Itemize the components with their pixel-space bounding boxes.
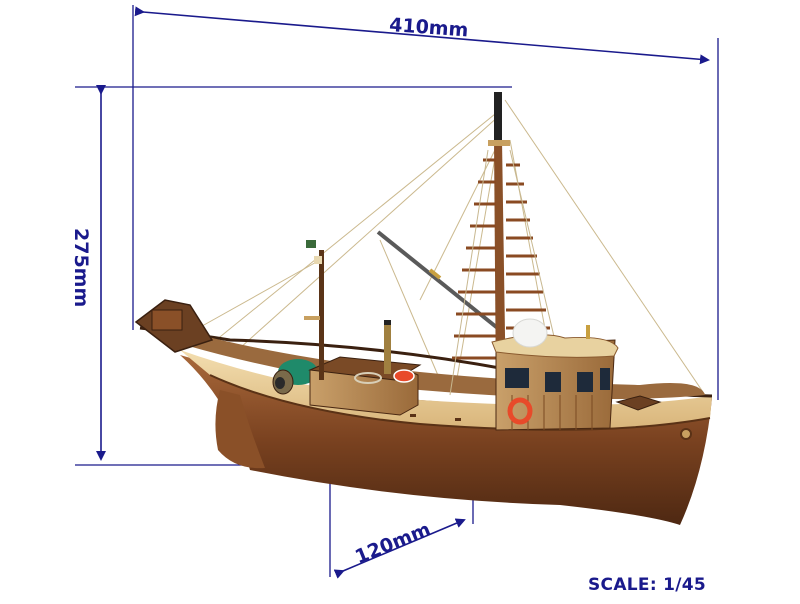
bow-hatch bbox=[615, 395, 662, 411]
ladder-ropes bbox=[449, 149, 557, 396]
mainmast bbox=[488, 92, 510, 400]
foremast bbox=[304, 240, 324, 380]
hull bbox=[139, 326, 713, 525]
height-dimension-label: 275mm bbox=[70, 228, 92, 308]
wheelhouse bbox=[491, 318, 619, 431]
winch bbox=[272, 359, 318, 395]
fore-deckhouse bbox=[308, 320, 422, 416]
stern-gantry bbox=[134, 299, 214, 353]
dimension-lines bbox=[75, 5, 719, 579]
scale-label: SCALE: 1/45 bbox=[588, 575, 707, 595]
